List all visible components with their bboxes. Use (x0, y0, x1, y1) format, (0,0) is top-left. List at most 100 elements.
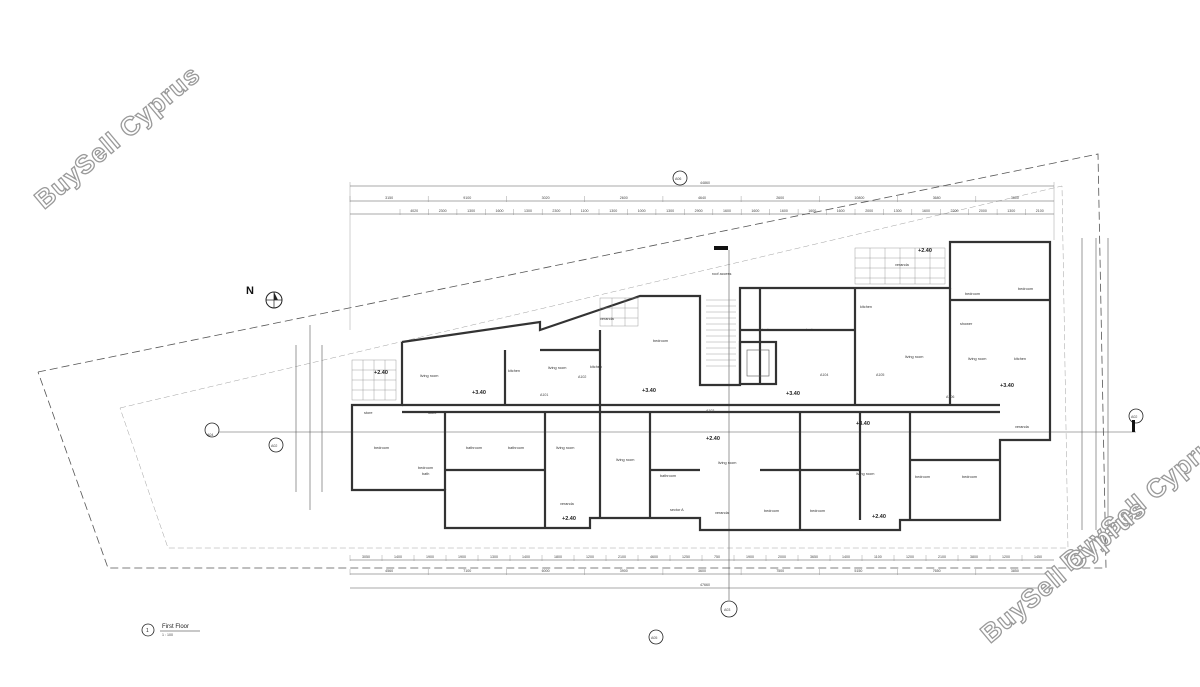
north-arrow: N (246, 285, 283, 309)
svg-text:A105: A105 (876, 373, 884, 377)
bot-dim-1-0: 4560 (385, 569, 393, 573)
apartment-tags: A101 A102 A103 A104 A105 A106 (540, 373, 954, 413)
level-mark-7: +2.40 (706, 436, 720, 442)
veranda-hatching (351, 247, 946, 401)
bot-dim-1-2: 6000 (542, 569, 550, 573)
bot-dim-1-6: 5150 (854, 569, 862, 573)
room-kitchen-1: kitchen (508, 369, 520, 373)
top-dim-2-21: 1300 (1007, 209, 1015, 213)
room-shower-1: shower (960, 322, 973, 326)
bot-dim-2-8: 2100 (618, 555, 626, 559)
watermark-top-left: BuySell Cyprus (29, 59, 206, 215)
room-bedroom-9: bedroom (810, 509, 825, 513)
section-marker-bottom-2: A05 (648, 629, 664, 645)
svg-text:A02: A02 (271, 444, 277, 448)
svg-text:A05: A05 (651, 636, 657, 640)
room-store-1: store (364, 411, 372, 415)
level-mark-8: +3.40 (856, 421, 870, 427)
level-mark-4: +3.40 (786, 391, 800, 397)
top-dim-1-6: 10800 (854, 196, 864, 200)
top-dim-2-15: 1600 (837, 209, 845, 213)
bot-dim-2-4: 1300 (490, 555, 498, 559)
svg-text:A102: A102 (578, 375, 586, 379)
bot-dim-2-5: 1400 (522, 555, 530, 559)
level-mark-1: +2.40 (374, 370, 388, 376)
top-dim-2-2: 1300 (467, 209, 475, 213)
svg-text:A02: A02 (1131, 415, 1137, 419)
bot-dim-2-7: 1200 (586, 555, 594, 559)
room-bedroom-10: bedroom (915, 475, 930, 479)
room-sector-a: sector A (670, 508, 684, 512)
room-living-1: living room (420, 374, 438, 378)
room-bedroom-7: bedroom (418, 466, 433, 470)
top-dim-2-7: 1300 (609, 209, 617, 213)
section-marker-left: A04 (204, 422, 220, 438)
room-kitchen-4: kitchen (1014, 357, 1026, 361)
top-dim-2-16: 2000 (865, 209, 873, 213)
bot-dim-2-18: 2100 (938, 555, 946, 559)
room-kitchen-3: kitchen (860, 305, 872, 309)
bot-dim-1-3: 3900 (620, 569, 628, 573)
bot-dim-2-10: 1250 (682, 555, 690, 559)
room-roof-access: roof access (712, 272, 732, 276)
top-dim-2-18: 1600 (922, 209, 930, 213)
top-dim-2-20: 2000 (979, 209, 987, 213)
bot-dim-2-3: 1900 (458, 555, 466, 559)
room-bathroom-2: bathroom (508, 446, 524, 450)
room-living-5: living room (556, 446, 574, 450)
bottom-overall-dim: 47660 (700, 583, 710, 587)
top-dim-2-0: 4020 (410, 209, 418, 213)
watermark-bottom-right: BuySell Cyprus (975, 493, 1152, 649)
bot-dim-2-2: 1900 (426, 555, 434, 559)
top-dim-2-17: 1300 (894, 209, 902, 213)
top-overall-dim: 44860 (700, 181, 710, 185)
top-dim-1-3: 2600 (620, 196, 628, 200)
bot-dim-2-6: 1800 (554, 555, 562, 559)
top-dim-1-5: 2600 (776, 196, 784, 200)
room-living-2: living room (548, 366, 566, 370)
room-living-4: living room (968, 357, 986, 361)
room-bedroom-6: bedroom (374, 446, 389, 450)
bot-dim-1-4: 3600 (698, 569, 706, 573)
level-mark-9: +2.40 (562, 516, 576, 522)
building-walls (350, 240, 1052, 532)
bot-dim-2-21: 1450 (1034, 555, 1042, 559)
bot-dim-2-15: 1400 (842, 555, 850, 559)
north-label: N (246, 285, 254, 297)
top-dim-2-12: 1600 (751, 209, 759, 213)
bot-dim-1-8: 3850 (1011, 569, 1019, 573)
room-bath-1: bath (422, 472, 429, 476)
room-living-3: living room (905, 355, 923, 359)
room-bedroom-8: bedroom (764, 509, 779, 513)
room-bathroom-1: bathroom (466, 446, 482, 450)
top-dim-1-4: 4640 (698, 196, 706, 200)
top-dim-2-14: 1600 (808, 209, 816, 213)
room-veranda-1: veranda (600, 317, 615, 321)
top-dim-1-8: 3600 (1011, 196, 1019, 200)
top-dim-2-6: 1100 (581, 209, 589, 213)
room-living-8: living room (856, 472, 874, 476)
room-veranda-5: veranda (715, 511, 730, 515)
level-mark-2: +3.40 (472, 390, 486, 396)
bot-dim-2-0: 3050 (362, 555, 370, 559)
top-dim-1-2: 3020 (542, 196, 550, 200)
section-marker-top: A06 (672, 170, 688, 186)
bot-dim-2-16: 1100 (874, 555, 882, 559)
room-bedroom-4: bedroom (965, 292, 980, 296)
bot-dim-1-5: 7500 (776, 569, 784, 573)
top-dim-1-0: 3150 (385, 196, 393, 200)
level-mark-6: +3.40 (1000, 383, 1014, 389)
section-marker-right: A02 (1128, 408, 1144, 432)
drawing-number: 1 (146, 628, 149, 634)
room-labels: living room kitchen living room kitchen … (364, 263, 1033, 515)
room-veranda-3: veranda (1015, 425, 1030, 429)
top-dim-2-22: 2100 (1036, 209, 1044, 213)
svg-text:A106: A106 (946, 395, 954, 399)
room-bedroom-3: bedroom (806, 328, 821, 332)
bot-dim-2-1: 1400 (394, 555, 402, 559)
bot-dim-2-12: 1900 (746, 555, 754, 559)
section-marker-left-2: A02 (268, 437, 284, 453)
